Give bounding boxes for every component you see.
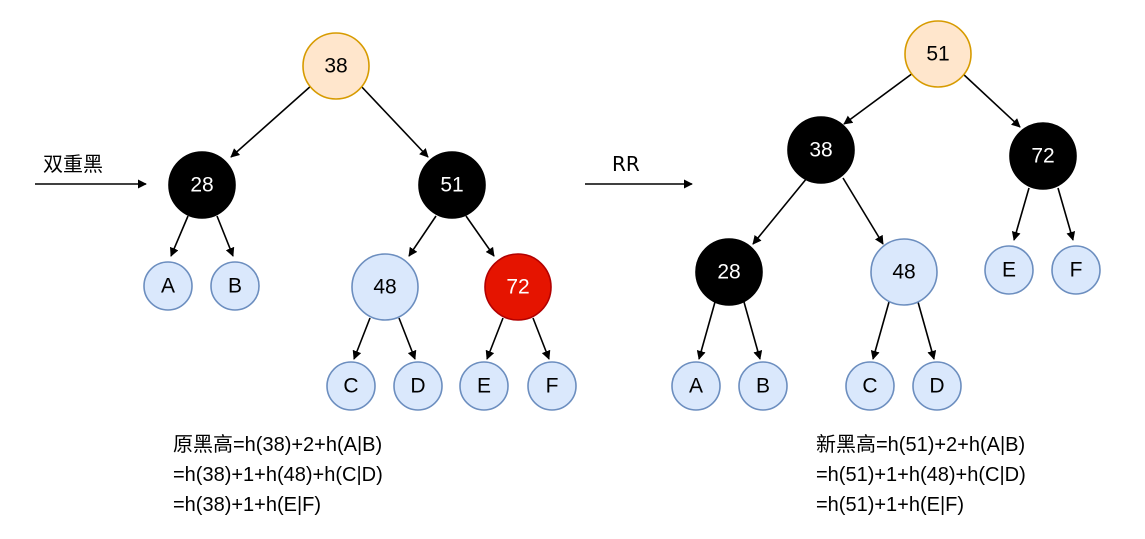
- right-leaf-E: E: [984, 245, 1034, 295]
- right-tree-nodes: 51 38 72 28 48 E F A: [671, 20, 1101, 411]
- edge-28-B: [216, 215, 235, 257]
- left-node-72: 72: [484, 253, 552, 321]
- right-leaf-E-label: E: [1002, 259, 1016, 282]
- right-leaf-D: D: [912, 361, 962, 411]
- right-leaf-F: F: [1051, 245, 1101, 295]
- right-formula-line-1: 新黑高=h(51)+2+h(A|B): [816, 434, 1026, 456]
- right-formula-line-2: =h(51)+1+h(48)+h(C|D): [816, 464, 1026, 486]
- rotation-pointer: RR: [585, 152, 693, 189]
- edge-72-F: [1057, 187, 1076, 241]
- edge-38-28: [230, 84, 313, 158]
- left-node-51-label: 51: [440, 174, 463, 197]
- right-leaf-F-label: F: [1070, 259, 1083, 282]
- left-formula-line-3: =h(38)+1+h(E|F): [173, 494, 322, 516]
- edge-72-E: [1011, 187, 1030, 241]
- right-leaf-D-label: D: [929, 375, 944, 398]
- double-black-pointer: 双重黑: [35, 152, 147, 189]
- left-leaf-D-label: D: [410, 375, 425, 398]
- edge-38-28: [752, 177, 808, 245]
- right-leaf-A-label: A: [689, 375, 703, 398]
- right-leaf-A: A: [671, 361, 721, 411]
- edge-38-48: [842, 177, 884, 245]
- left-node-72-label: 72: [506, 276, 529, 299]
- left-tree-nodes: 38 28 51 48 72 A B C: [143, 32, 577, 411]
- left-leaf-D: D: [393, 361, 443, 411]
- left-tree-edges: [170, 84, 551, 360]
- left-formula-line-1: 原黑高=h(38)+2+h(A|B): [173, 434, 383, 456]
- double-black-label: 双重黑: [43, 152, 103, 176]
- left-node-38: 38: [302, 32, 370, 100]
- left-formula: 原黑高=h(38)+2+h(A|B) =h(38)+1+h(48)+h(C|D)…: [173, 430, 383, 520]
- right-node-72-label: 72: [1031, 145, 1054, 168]
- right-node-28: 28: [695, 238, 763, 306]
- edge-51-38: [843, 72, 914, 125]
- edge-51-72: [961, 72, 1021, 128]
- right-leaf-B: B: [738, 361, 788, 411]
- edge-51-48: [408, 215, 437, 257]
- left-leaf-A-label: A: [161, 275, 175, 298]
- left-node-48-label: 48: [373, 276, 396, 299]
- edge-28-A: [170, 215, 189, 257]
- left-node-28-label: 28: [190, 174, 213, 197]
- right-node-28-label: 28: [717, 261, 740, 284]
- left-node-51: 51: [418, 151, 486, 219]
- edge-48-C: [870, 301, 890, 360]
- right-node-48: 48: [870, 238, 938, 306]
- right-node-51-label: 51: [926, 43, 949, 66]
- left-leaf-C: C: [326, 361, 376, 411]
- right-tree-edges: [696, 72, 1076, 360]
- right-leaf-C: C: [845, 361, 895, 411]
- edge-48-C: [352, 317, 371, 360]
- edge-51-72: [465, 215, 495, 257]
- edge-28-A: [696, 301, 716, 360]
- left-node-28: 28: [168, 151, 236, 219]
- rotation-label: RR: [612, 152, 640, 176]
- right-node-38: 38: [787, 116, 855, 184]
- edge-72-F: [532, 317, 551, 360]
- right-formula-line-3: =h(51)+1+h(E|F): [816, 494, 965, 516]
- edge-48-D: [917, 301, 937, 360]
- left-leaf-B-label: B: [228, 275, 242, 298]
- left-node-48: 48: [351, 253, 419, 321]
- right-node-48-label: 48: [892, 261, 915, 284]
- left-leaf-F: F: [527, 361, 577, 411]
- edge-28-B: [743, 301, 763, 360]
- right-node-51: 51: [904, 20, 972, 88]
- right-node-72: 72: [1009, 122, 1077, 190]
- right-formula: 新黑高=h(51)+2+h(A|B) =h(51)+1+h(48)+h(C|D)…: [816, 430, 1026, 520]
- left-leaf-F-label: F: [546, 375, 559, 398]
- left-leaf-C-label: C: [343, 375, 358, 398]
- edge-72-E: [485, 317, 504, 360]
- edge-48-D: [398, 317, 417, 360]
- left-leaf-A: A: [143, 261, 193, 311]
- right-leaf-B-label: B: [756, 375, 770, 398]
- left-leaf-E-label: E: [477, 375, 491, 398]
- right-leaf-C-label: C: [862, 375, 877, 398]
- left-leaf-E: E: [459, 361, 509, 411]
- left-formula-line-2: =h(38)+1+h(48)+h(C|D): [173, 464, 383, 486]
- right-node-38-label: 38: [809, 139, 832, 162]
- left-node-38-label: 38: [324, 55, 347, 78]
- edge-38-51: [359, 84, 429, 158]
- left-leaf-B: B: [210, 261, 260, 311]
